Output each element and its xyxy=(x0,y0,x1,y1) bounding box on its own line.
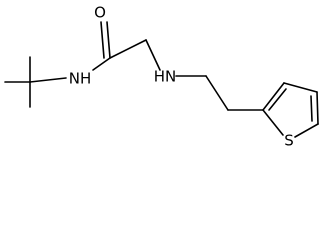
bond-methylene-to-hn xyxy=(145,39,161,71)
ring-bond-c3-c4 xyxy=(283,82,318,93)
atom-label-amine-nitrogen: HN xyxy=(154,68,177,86)
bond-carbonyl-double-outer xyxy=(106,21,111,59)
tert-butyl-group xyxy=(4,56,67,108)
atom-label-sulfur: S xyxy=(284,132,294,150)
bond-quaternary-carbon-to-nh xyxy=(29,77,67,83)
ring-bond-c5-s xyxy=(294,123,319,138)
ring-bond-c2-c3 xyxy=(262,82,285,111)
molecule-structure: O NH HN S xyxy=(4,4,319,150)
amide-group xyxy=(92,21,147,71)
bond-carbonyl-double-inner xyxy=(100,21,105,59)
ring-bond-c4-c5-inner xyxy=(310,95,313,122)
ring-bond-s-c2 xyxy=(262,109,284,136)
ring-bond-c4-c5 xyxy=(316,91,319,125)
atom-label-amide-nitrogen: NH xyxy=(69,70,92,88)
bond-nh-to-carbonyl xyxy=(92,57,111,71)
bond-carbonyl-to-methylene xyxy=(109,39,147,59)
amine-linker xyxy=(145,39,264,111)
ring-bond-c2-c3-inner xyxy=(268,88,287,111)
thiophene-ring xyxy=(262,82,319,138)
atom-label-oxygen: O xyxy=(94,4,106,22)
bond-ethyl-chain xyxy=(205,75,229,111)
